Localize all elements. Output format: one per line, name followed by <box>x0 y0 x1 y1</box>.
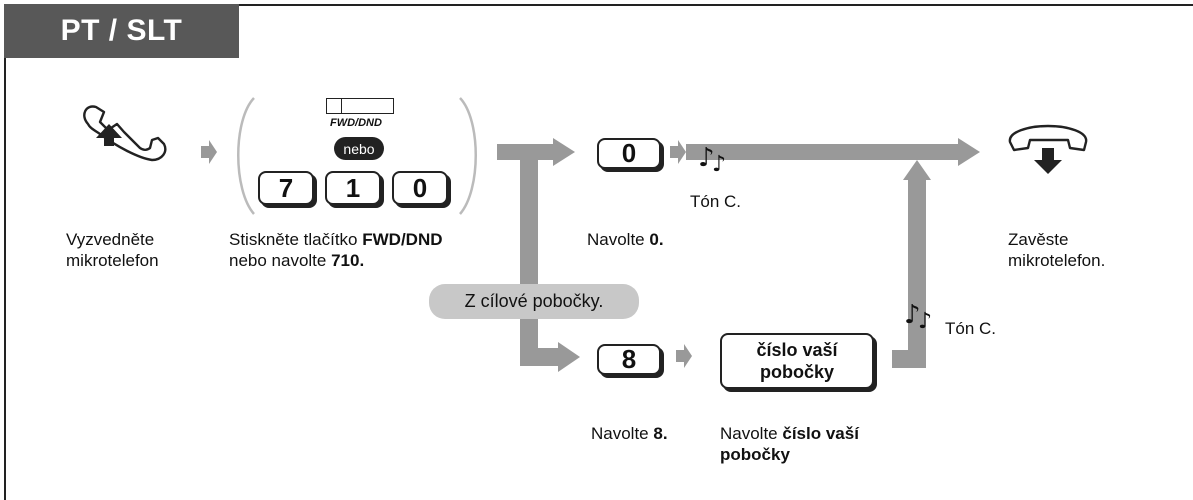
dial-extension-label: Navolte číslo vaší pobočky <box>720 423 859 465</box>
handset-hang-up-icon <box>1008 124 1088 174</box>
label-bold: 710. <box>331 251 365 270</box>
page-title: PT / SLT <box>60 14 183 47</box>
key-0-branch[interactable]: 0 <box>597 138 661 169</box>
handset-lift-icon <box>83 105 167 162</box>
tone-note-icon: ♪ ♪ <box>698 143 726 177</box>
step-lift-label: Vyzvedněte mikrotelefon <box>66 230 159 270</box>
tone-c-label-bottom: Tón C. <box>945 319 997 338</box>
mode-tab-title: PT / SLT <box>4 4 239 58</box>
step-press-label: Stiskněte tlačítko FWD/DND nebo navolte … <box>229 229 443 271</box>
label-text: Navolte <box>720 424 783 443</box>
condition-pill: Z cílové pobočky. <box>429 284 639 319</box>
svg-text:♪: ♪ <box>904 300 921 330</box>
label-text: Navolte <box>591 424 654 443</box>
svg-text:♪: ♪ <box>712 152 726 177</box>
button-led <box>327 99 342 113</box>
label-text: Navolte <box>587 230 650 249</box>
or-badge: nebo <box>334 137 384 160</box>
fwd-dnd-button[interactable] <box>326 98 394 114</box>
extension-number-box: číslo vaší pobočky <box>720 333 874 389</box>
arrow-small-3 <box>676 344 692 368</box>
arrow-small-1 <box>201 140 217 164</box>
fwd-dnd-caption: FWD/DND <box>330 117 382 129</box>
dial-8-label: Navolte 8. <box>591 423 668 444</box>
tone-note-icon-2: ♪ ♪ <box>904 300 932 334</box>
step-hang-up-label: Zavěste mikrotelefon. <box>1008 230 1106 270</box>
label-bold: 8. <box>653 424 668 443</box>
tone-c-label-top: Tón C. <box>690 192 742 211</box>
svg-text:♪: ♪ <box>698 143 715 173</box>
key-7[interactable]: 7 <box>258 171 314 205</box>
svg-text:♪: ♪ <box>918 309 932 334</box>
label-bold: 0. <box>649 230 664 249</box>
bracket-right <box>459 97 477 215</box>
arrow-small-2 <box>670 140 686 164</box>
key-1[interactable]: 1 <box>325 171 381 205</box>
key-8[interactable]: 8 <box>597 344 661 375</box>
label-bold: FWD/DND <box>362 230 443 249</box>
key-0[interactable]: 0 <box>392 171 448 205</box>
dial-0-label: Navolte 0. <box>587 229 664 250</box>
label-bold: číslo vaší pobočky <box>720 424 859 464</box>
label-text: nebo navolte <box>229 251 332 270</box>
diagram-frame <box>4 4 1193 500</box>
bracket-left <box>237 97 255 215</box>
label-text: Stiskněte tlačítko <box>229 230 363 249</box>
